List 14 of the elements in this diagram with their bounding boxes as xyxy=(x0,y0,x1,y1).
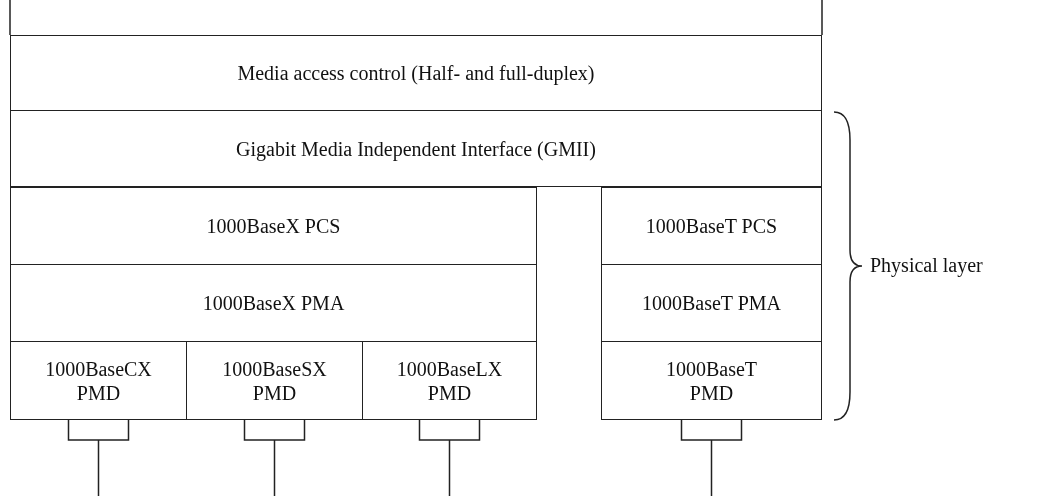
layer-box: Gigabit Media Independent Interface (GMII) xyxy=(10,110,822,187)
connector-line xyxy=(243,419,306,496)
layer-label: Physical layer xyxy=(870,254,983,277)
connector-line xyxy=(67,419,130,496)
connector-line xyxy=(680,419,743,496)
layer-box: 1000BaseX PMA xyxy=(10,264,537,342)
connector-line xyxy=(418,419,481,496)
layer-box: 1000BaseT PMA xyxy=(601,264,822,342)
layer-box: 1000BaseCX PMD xyxy=(10,341,187,420)
layer-box: 1000BaseX PCS xyxy=(10,187,537,265)
layer-box: 1000BaseT PMD xyxy=(601,341,822,420)
layer-box: 1000BaseT PCS xyxy=(601,187,822,265)
layer-box: Media access control (Half- and full-duplex) xyxy=(10,35,822,111)
layer-box: 1000BaseLX PMD xyxy=(362,341,537,420)
